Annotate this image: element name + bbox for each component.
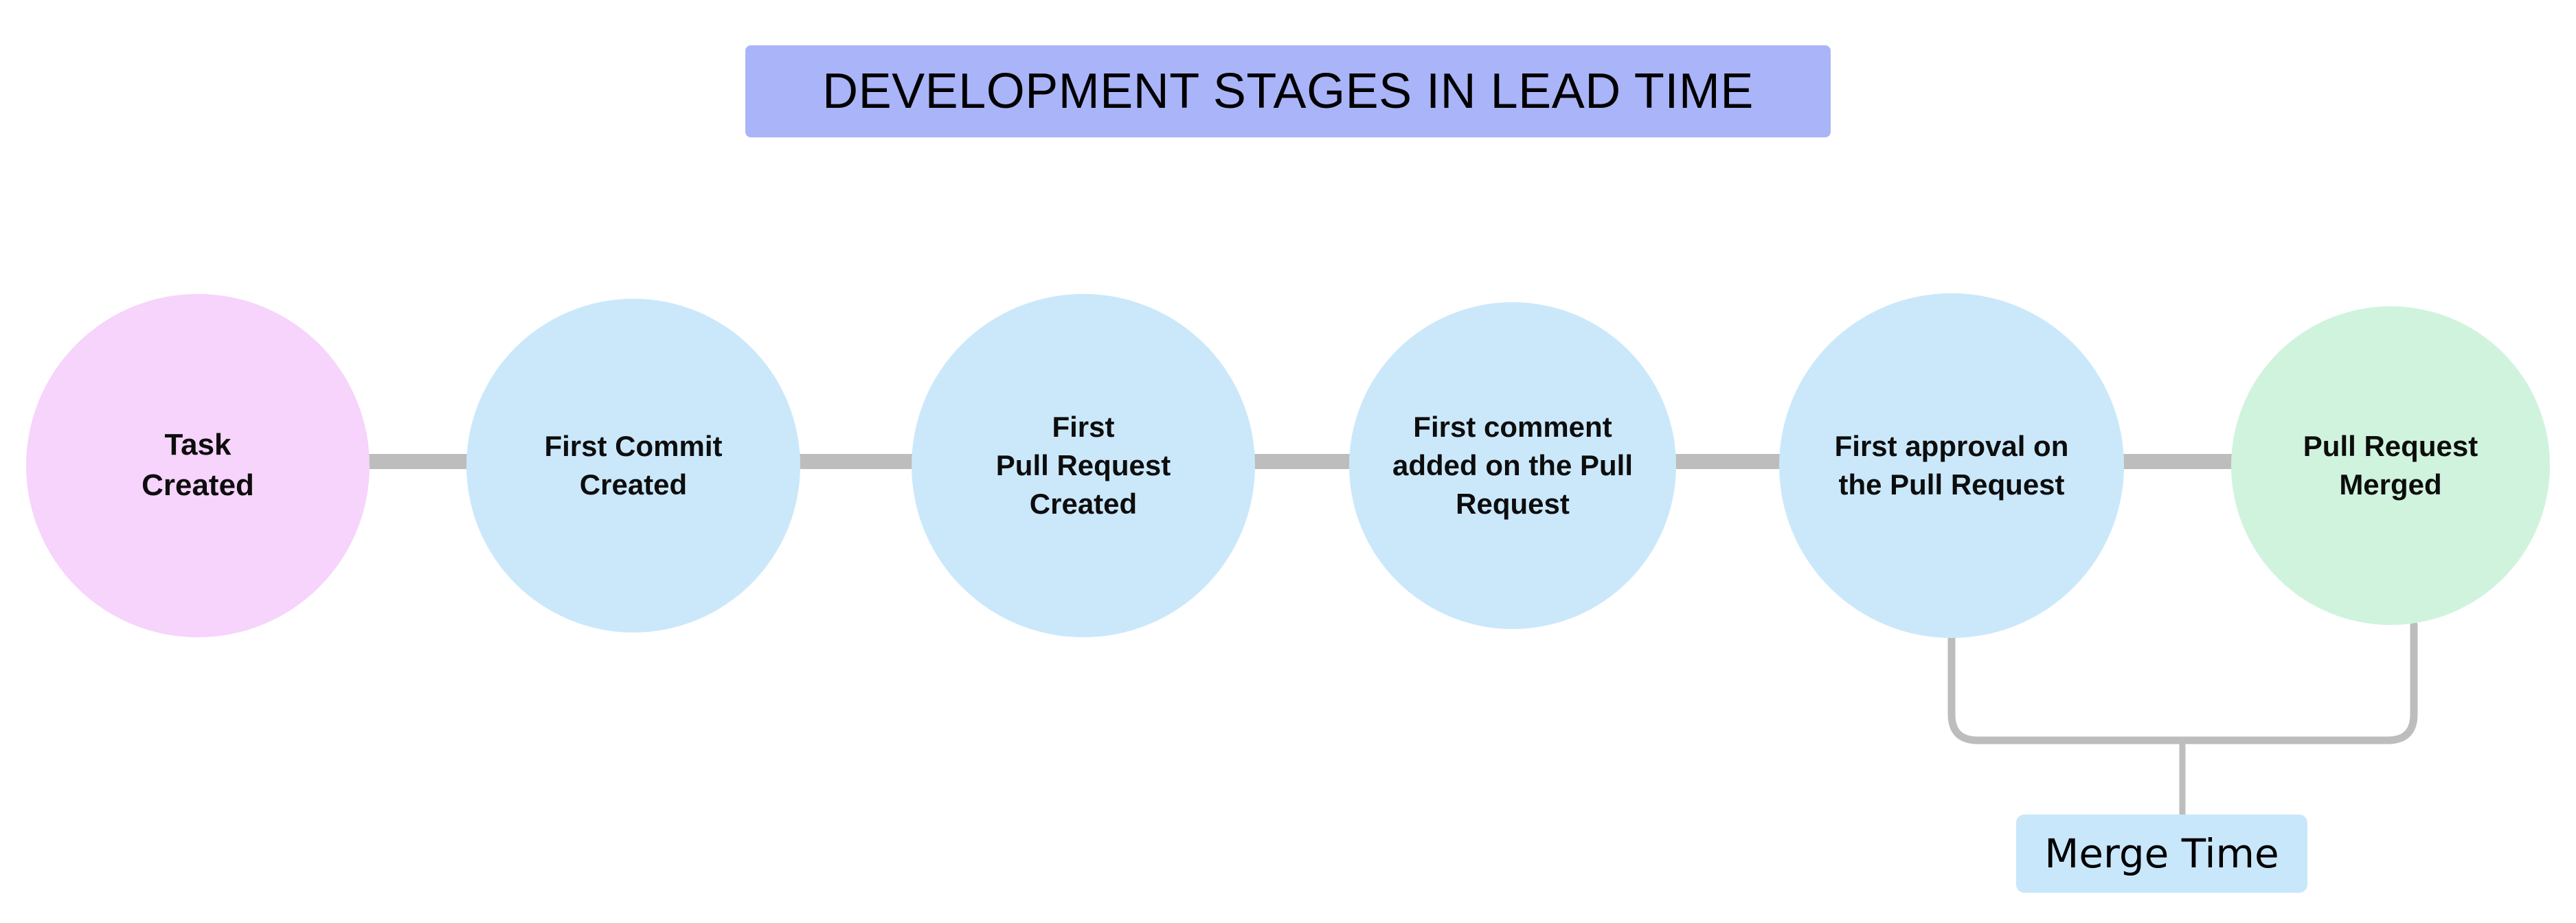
- merge-time-annotation-box[interactable]: Merge Time: [2016, 814, 2307, 893]
- connector-approval-to-merged: [2109, 454, 2239, 469]
- stage-node-pull-request-merged[interactable]: Pull Request Merged: [2231, 306, 2550, 625]
- page-title: DEVELOPMENT STAGES IN LEAD TIME: [822, 64, 1754, 119]
- connector-commit-to-pr: [790, 454, 920, 469]
- stage-label-first-approval-on-pull-request: First approval on the Pull Request: [1834, 430, 2069, 501]
- diagram-title-banner: DEVELOPMENT STAGES IN LEAD TIME: [745, 45, 1831, 137]
- stage-node-first-approval-on-pull-request[interactable]: First approval on the Pull Request: [1779, 293, 2124, 638]
- stage-label-first-comment-on-pull-request: First comment added on the Pull Request: [1392, 411, 1633, 520]
- stage-node-first-comment-on-pull-request[interactable]: First comment added on the Pull Request: [1349, 302, 1676, 629]
- stage-node-task-created[interactable]: Task Created: [26, 294, 370, 637]
- stage-label-first-commit-created: First Commit Created: [544, 430, 723, 501]
- connector-task-to-commit: [357, 454, 488, 469]
- stage-node-first-pull-request-created[interactable]: First Pull Request Created: [912, 294, 1255, 637]
- connector-pr-to-comment: [1236, 454, 1360, 469]
- merge-time-bracket: [1947, 621, 2418, 817]
- stage-node-first-commit-created[interactable]: First Commit Created: [466, 299, 800, 633]
- stage-label-task-created: Task Created: [142, 428, 254, 502]
- merge-time-label: Merge Time: [2044, 830, 2279, 877]
- stage-label-pull-request-merged: Pull Request Merged: [2303, 430, 2478, 501]
- connector-comment-to-approval: [1659, 454, 1789, 469]
- stage-label-first-pull-request-created: First Pull Request Created: [995, 411, 1171, 520]
